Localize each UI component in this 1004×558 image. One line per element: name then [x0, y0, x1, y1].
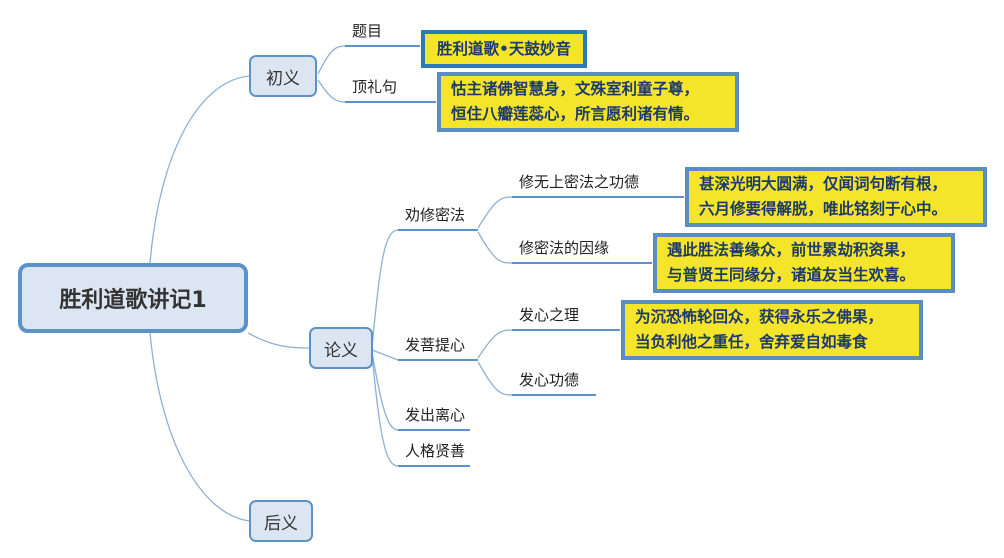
node-houyi[interactable]: 后义 — [249, 500, 313, 542]
topic-timu[interactable]: 题目 — [352, 21, 383, 40]
link-quanxiu-gongde — [477, 196, 513, 229]
link-chuyi-timu — [317, 45, 346, 75]
link-fapu-zhili — [477, 329, 513, 359]
link-root-houyi — [149, 332, 251, 522]
topic-fapu[interactable]: 发菩提心 — [405, 335, 466, 354]
node-lunyi[interactable]: 论义 — [309, 327, 373, 369]
topic-chuli[interactable]: 发出离心 — [405, 405, 466, 424]
note-line: 六月修要得解脱，唯此铭刻于心中。 — [699, 200, 948, 218]
note-yinyuan: 遇此胜法善缘众，前世累劫积资果， 与普贤王同缘分，诸道友当生欢喜。 — [653, 233, 955, 293]
link-lunyi-fapu — [371, 349, 399, 361]
topic-dinglij[interactable]: 顶礼句 — [352, 77, 398, 96]
link-fapu-gongde — [477, 361, 513, 396]
note-title-text: 胜利道歌•天鼓妙音 — [437, 39, 571, 58]
link-lunyi-renge — [371, 353, 399, 467]
topic-zhili[interactable]: 发心之理 — [519, 305, 580, 324]
note-line: 怙主诸佛智慧身，文殊室利童子尊， — [451, 80, 700, 98]
link-quanxiu-yinyuan — [477, 231, 513, 264]
root-node[interactable]: 胜利道歌讲记1 — [18, 263, 248, 333]
note-line: 恒住八瓣莲蕊心，所言愿利诸有情。 — [451, 105, 700, 123]
note-line: 当负利他之重任，舍弃爱自如毒食 — [635, 333, 868, 351]
link-lunyi-quanxiu — [371, 229, 399, 349]
note-title: 胜利道歌•天鼓妙音 — [421, 30, 587, 68]
topic-xiu-gongde[interactable]: 修无上密法之功德 — [519, 172, 640, 191]
node-chuyi[interactable]: 初义 — [249, 55, 317, 97]
topic-fa-gongde[interactable]: 发心功德 — [519, 370, 580, 389]
link-root-chuyi — [149, 75, 251, 264]
topic-quanxiu[interactable]: 劝修密法 — [405, 205, 466, 224]
topic-renge[interactable]: 人格贤善 — [405, 441, 466, 460]
note-xiu-gongde: 甚深光明大圆满，仅闻词句断有根， 六月修要得解脱，唯此铭刻于心中。 — [685, 167, 987, 227]
note-line: 与普贤王同缘分，诸道友当生欢喜。 — [667, 266, 916, 284]
note-zhili: 为沉恐怖轮回众，获得永乐之佛果， 当负利他之重任，舍弃爱自如毒食 — [621, 300, 923, 360]
note-dinglij: 怙主诸佛智慧身，文殊室利童子尊， 恒住八瓣莲蕊心，所言愿利诸有情。 — [437, 72, 739, 132]
link-chuyi-dinglij — [317, 79, 346, 103]
link-lunyi-chuli — [371, 351, 399, 431]
topic-yinyuan[interactable]: 修密法的因缘 — [519, 238, 610, 257]
note-line: 遇此胜法善缘众，前世累劫积资果， — [667, 241, 916, 259]
note-line: 甚深光明大圆满，仅闻词句断有根， — [699, 175, 948, 193]
link-root-lunyi — [247, 332, 311, 349]
note-line: 为沉恐怖轮回众，获得永乐之佛果， — [635, 308, 884, 326]
